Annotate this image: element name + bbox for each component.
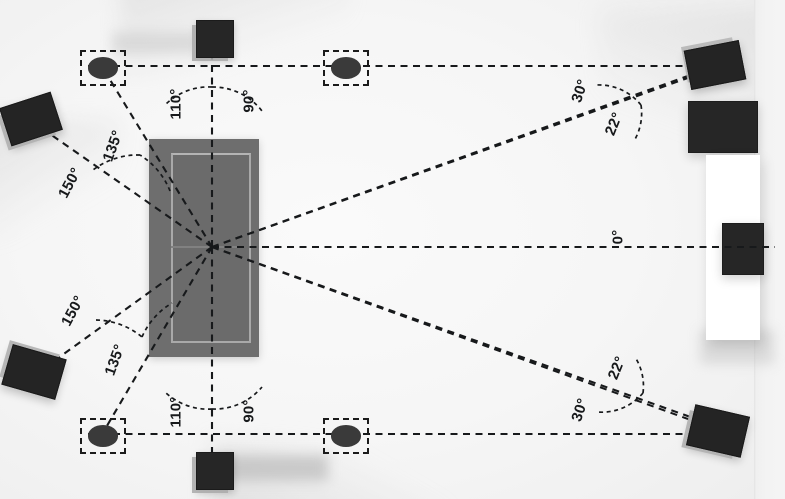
arc-22-top — [633, 104, 643, 142]
angle-label-90deg: 90° — [240, 399, 258, 423]
mic-capsule-icon — [87, 57, 119, 79]
ray-110-up — [100, 64, 213, 248]
arc-110-bot — [164, 391, 213, 410]
angle-label-110deg: 110° — [167, 88, 185, 120]
angle-label-0deg: 0° — [609, 229, 627, 245]
speaker-top-center[interactable] — [196, 20, 234, 58]
mic-bottom-right[interactable] — [323, 418, 369, 454]
ray-30-up — [211, 68, 714, 248]
ray-135-down — [35, 246, 213, 375]
center-table-seam — [171, 246, 237, 248]
mic-top-right[interactable] — [323, 50, 369, 86]
panel-dark-upper — [688, 101, 758, 153]
floor-shadow — [218, 455, 328, 481]
arc-150-top — [92, 154, 141, 171]
angle-label-90deg: 90° — [240, 89, 258, 113]
arc-150-bot — [95, 319, 143, 338]
arc-135-bot — [141, 302, 173, 338]
arc-30-bot — [596, 392, 644, 414]
panel-dark-mid — [722, 223, 764, 275]
angle-label-110deg: 110° — [167, 396, 185, 428]
arc-110-top — [164, 86, 213, 106]
mic-capsule-icon — [330, 425, 362, 447]
ray-30-down — [211, 246, 714, 426]
floor-sheen — [120, 0, 350, 80]
mic-capsule-icon — [330, 57, 362, 79]
arc-135-top — [139, 154, 171, 192]
arc-22-bot — [634, 356, 645, 394]
floor-shadow — [112, 32, 202, 54]
mic-top-left[interactable] — [80, 50, 126, 86]
mic-bottom-left[interactable] — [80, 418, 126, 454]
speaker-bottom-center[interactable] — [196, 452, 234, 490]
ray-22-down — [211, 246, 736, 437]
arc-30-top — [595, 84, 642, 106]
mic-capsule-icon — [87, 425, 119, 447]
